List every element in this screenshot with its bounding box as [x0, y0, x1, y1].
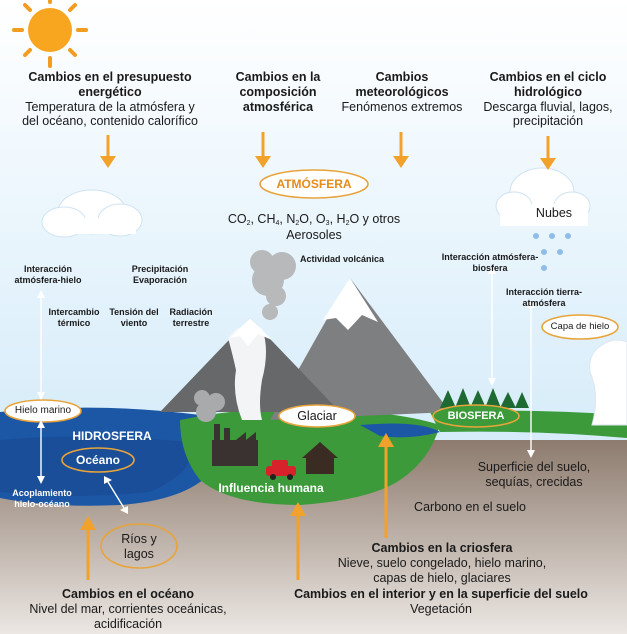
volcanic-smoke-icon [250, 250, 296, 320]
oceano-cambios-title: Cambios en el océano [62, 587, 194, 601]
label-composicion: Cambios en la composición atmosférica [235, 70, 321, 114]
gas-h-sub: 2 [345, 220, 350, 227]
oval-capa-hielo [541, 314, 619, 340]
oval-biosfera [432, 404, 520, 428]
label-interaccion-atm-bio: Interacción atmósfera-biosfera [441, 252, 539, 273]
hidrologico-body: Descarga fluvial, lagos, precipitación [483, 99, 613, 129]
label-superficie: Superficie del suelo, sequías, crecidas [477, 460, 591, 489]
interior-title: Cambios en el interior y en la superfici… [294, 587, 588, 601]
sun-icon [12, 0, 88, 68]
oceano-cambios-body: Nivel del mar, corrientes oceánicas, aci… [29, 601, 227, 631]
interior-body: Vegetación [410, 601, 472, 616]
criosfera-title: Cambios en la criosfera [371, 541, 513, 555]
glacier-tongue [228, 325, 266, 420]
river [360, 423, 440, 438]
label-carbono: Carbono en el suelo [414, 500, 526, 514]
meteorologicos-title: Cambios meteorológicos [355, 70, 449, 99]
gas-o: O, O [299, 212, 326, 226]
gas-h: , H [329, 212, 346, 226]
label-meteorologicos: Cambios meteorológicos Fenómenos extremo… [332, 70, 472, 114]
atmosfera-label: ATMÓSFERA [276, 177, 352, 191]
cloud-right-icon [495, 167, 591, 226]
ice-sheet [589, 339, 627, 426]
label-hidrosfera: HIDROSFERA [72, 429, 152, 443]
ocean-deep [0, 436, 192, 496]
criosfera-body: Nieve, suelo congelado, hielo marino, ca… [337, 555, 547, 585]
label-biosfera: BIOSFERA [447, 410, 505, 422]
label-capa-hielo: Capa de hielo [550, 321, 610, 332]
label-criosfera: Cambios en la criosfera Nieve, suelo con… [332, 541, 552, 585]
label-acoplamiento: Acoplamiento hielo-océano [12, 488, 72, 509]
bottom-arrows [80, 433, 394, 580]
top-arrows [100, 132, 556, 170]
ocean-body [0, 407, 225, 506]
mountain-back-snow [323, 278, 378, 330]
oval-rios [100, 523, 178, 569]
gas-o-sub: 3 [325, 220, 330, 227]
interaction-arrows [37, 266, 535, 514]
meteorologicos-body: Fenómenos extremos [341, 99, 463, 114]
label-oceano: Océano [75, 453, 120, 467]
house-icon [302, 442, 338, 474]
label-glaciar: Glaciar [297, 409, 337, 423]
trees-icon [440, 388, 529, 408]
gas-n: , N [279, 212, 296, 226]
gas-ch-sub: 4 [275, 220, 280, 227]
presupuesto-title: Cambios en el presupuesto energético [28, 70, 192, 99]
label-hielo-marino: Hielo marino [14, 405, 72, 416]
gas-rest: O y otros [349, 212, 401, 226]
label-influencia: Influencia humana [218, 481, 324, 495]
label-interaccion-atm-hielo: Interacción atmósfera-hielo [14, 264, 82, 285]
label-radiacion: Radiación terrestre [169, 307, 213, 328]
mountain-front-snow [230, 318, 272, 346]
gas-co: CO [227, 212, 247, 226]
factory-icon [212, 424, 258, 466]
factory-smoke-icon [194, 390, 225, 422]
gas-ch: , CH [250, 212, 276, 226]
gas-co-sub: 2 [246, 220, 251, 227]
raindrops-icon [533, 233, 571, 271]
label-hidrologico: Cambios en el ciclo hidrológico Descarga… [478, 70, 618, 129]
mountain-back [270, 278, 450, 420]
oval-glaciar [278, 404, 356, 428]
atmosfera-gases: CO2, CH4, N2O, O3, H2O y otros [204, 212, 424, 228]
hidrologico-title: Cambios en el ciclo hidrológico [489, 70, 607, 99]
label-tension: Tensión del viento [109, 307, 159, 328]
oval-oceano [61, 447, 135, 473]
label-intercambio: Intercambio térmico [48, 307, 100, 328]
presupuesto-body: Temperatura de la atmósfera y del océano… [22, 99, 198, 129]
label-nubes: Nubes [535, 206, 573, 220]
car-icon [266, 460, 296, 480]
label-interaccion-tierra: Interacción tierra-atmósfera [505, 287, 583, 308]
label-rios: Ríos y lagos [121, 532, 157, 561]
oval-hielo-marino [4, 399, 82, 423]
label-volcanica: Actividad volcánica [299, 254, 385, 264]
label-interior: Cambios en el interior y en la superfici… [286, 587, 596, 617]
oval-atmosfera [259, 169, 369, 199]
cloud-left-icon [41, 189, 143, 238]
label-oceano-cambios: Cambios en el océano Nivel del mar, corr… [8, 587, 248, 631]
gas-n-sub: 2 [295, 220, 300, 227]
label-precipitacion: Precipitación Evaporación [131, 264, 189, 285]
aerosoles-label: Aerosoles [286, 228, 342, 242]
label-presupuesto: Cambios en el presupuesto energético Tem… [20, 70, 200, 129]
